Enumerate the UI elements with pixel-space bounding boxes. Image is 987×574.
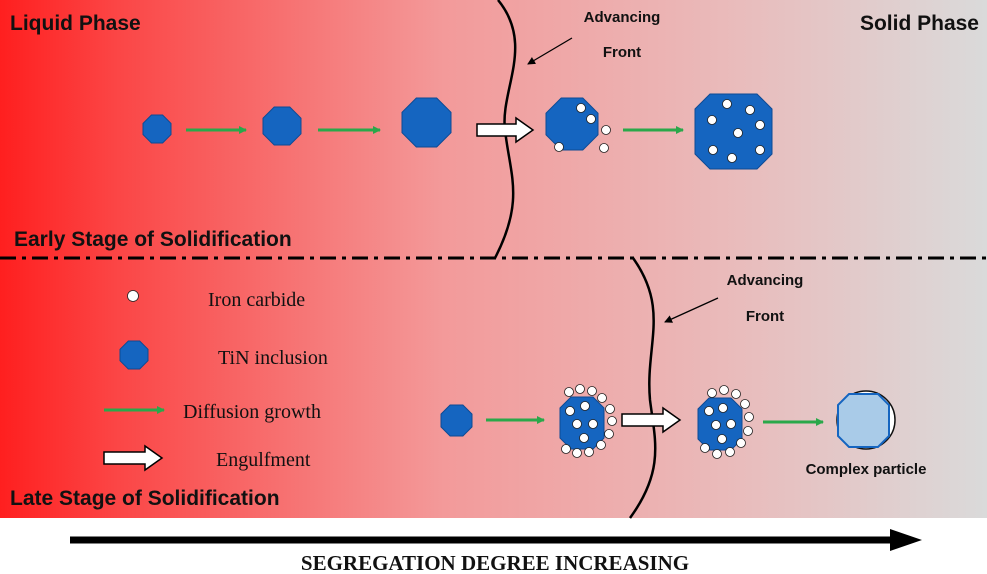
iron-carbide-particle [708,145,718,155]
advancing-front-top-label-2: Front [603,44,641,61]
solid-phase-label: Solid Phase [860,12,979,35]
engulfment-arrow-bottom [621,406,682,434]
iron-carbide-particle [599,143,609,153]
front-pointer-bottom [664,297,719,323]
tin-inclusion-large [401,97,452,148]
segregation-label: SEGREGATION DEGREE INCREASING [301,551,689,574]
legend-diffusion-growth-label: Diffusion growth [183,401,321,423]
iron-carbide-particle [554,142,564,152]
legend-tin-inclusion-label: TiN inclusion [218,347,328,369]
iron-carbide-particle [722,99,732,109]
iron-carbide-particle [745,105,755,115]
late-stage-label: Late Stage of Solidification [10,487,280,510]
advancing-front-bottom-label-1: Advancing [727,272,804,289]
legend-engulfment-label: Engulfment [216,449,311,471]
advancing-front-bottom [628,257,657,519]
tin-inclusion-engulfed [545,97,599,151]
iron-carbide-cluster-2 [700,385,754,459]
iron-carbide-particle [755,120,765,130]
complex-particle [836,390,896,450]
iron-carbide-particle [755,145,765,155]
iron-carbide-particle [576,103,586,113]
iron-carbide-cluster-1 [561,384,617,458]
footer-background [0,518,987,574]
iron-carbide-particle [601,125,611,135]
iron-carbide-particle [586,114,596,124]
tin-inclusion-medium [262,106,302,146]
segregation-arrow-head [890,529,922,551]
iron-carbide-icon [127,290,139,302]
iron-carbide-particle [727,153,737,163]
white-arrow-icon [103,444,164,472]
legend-iron-carbide-label: Iron carbide [208,289,305,311]
early-stage-label: Early Stage of Solidification [14,228,292,251]
engulfment-arrow-top [476,116,535,144]
advancing-front-bottom-label-2: Front [746,308,784,325]
tin-inclusion-late-small [440,404,473,437]
advancing-front-top-label-1: Advancing [584,9,661,26]
complex-particle-label: Complex particle [806,461,927,478]
iron-carbide-particle [707,115,717,125]
liquid-phase-label: Liquid Phase [10,12,141,35]
tin-inclusion-small [142,114,172,144]
front-pointer-top [527,37,573,65]
iron-carbide-particle [733,128,743,138]
tin-inclusion-icon [119,340,149,370]
